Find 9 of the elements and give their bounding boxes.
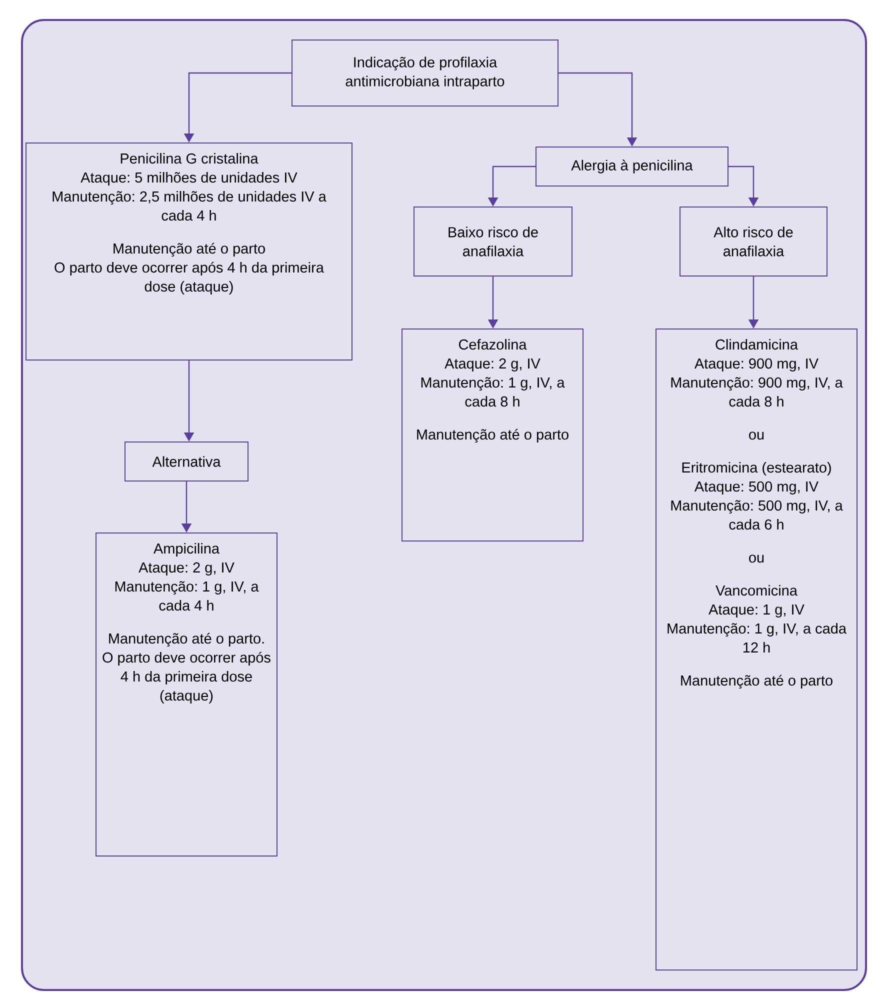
process-box: Indicação de profilaxia antimicrobiana intraparto: [292, 40, 558, 106]
process-box: Penicilina G cristalina Ataque: 5 milhões de unidades IV Manutenção: 2,5 milhões de unidades IV a cada 4 h Manutenção até o parto O parto deve ocorrer após 4 h da primeira dose (ataque): [26, 142, 352, 360]
process-box: Clindamicina Ataque: 900 mg, IV Manutenção: 900 mg, IV, a cada 8 h ou Eritromicina (estearato) Ataque: 500 mg, IV Manutenção: 500 mg, IV, a cada 6 h ou Vancomicina Ataque: 1 g, IV Manutenção: 1 g, IV, a cada 12 h Manutenção até o parto: [656, 328, 858, 970]
process-box: Baixo risco de anafilaxia: [414, 206, 572, 276]
process-box: Alto risco de anafilaxia: [680, 206, 828, 276]
process-box: Alternativa: [124, 442, 248, 482]
process-box: Ampicilina Ataque: 2 g, IV Manutenção: 1 g, IV, a cada 4 h Manutenção até o parto. O parto deve ocorrer após 4 h da primeira dose (ataque): [96, 532, 278, 856]
process-box: Cefazolina Ataque: 2 g, IV Manutenção: 1 g, IV, a cada 8 h Manutenção até o parto: [402, 328, 584, 542]
process-box: Alergia à penicilina: [536, 146, 728, 186]
